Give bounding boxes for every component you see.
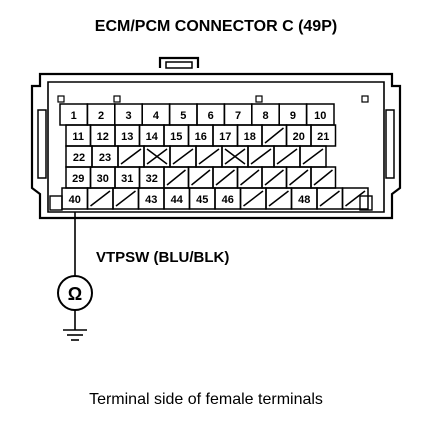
unused-cavity-mark xyxy=(198,148,220,165)
terminal-number: 16 xyxy=(195,131,207,143)
terminal-number: 45 xyxy=(196,194,208,206)
unused-cavity-mark xyxy=(172,148,194,165)
terminal-number: 13 xyxy=(121,131,133,143)
unused-cavity-mark xyxy=(240,169,260,186)
terminal-number: 44 xyxy=(171,194,184,206)
terminal-number: 29 xyxy=(72,173,84,185)
unused-cavity-mark xyxy=(250,148,272,165)
unused-cavity-mark xyxy=(243,190,264,207)
unused-cavity-mark xyxy=(345,190,366,207)
terminal-number: 1 xyxy=(71,110,77,122)
unused-cavity-mark xyxy=(276,148,298,165)
unused-cavity-mark xyxy=(146,148,168,165)
terminal-number: 8 xyxy=(262,110,268,122)
unused-cavity-mark xyxy=(264,127,284,144)
ground-icon xyxy=(63,310,87,341)
terminal-number: 3 xyxy=(125,110,131,122)
unused-cavity-mark xyxy=(166,169,186,186)
unused-cavity-mark xyxy=(115,190,136,207)
unused-cavity-mark xyxy=(319,190,340,207)
wire-label: VTPSW (BLU/BLK) xyxy=(96,249,229,266)
ohmmeter-icon: Ω xyxy=(57,275,93,311)
unused-cavity-mark xyxy=(289,169,309,186)
unused-cavity-mark xyxy=(264,169,284,186)
terminal-number: 40 xyxy=(69,194,81,206)
unused-cavity-mark xyxy=(120,148,142,165)
unused-cavity-mark xyxy=(302,148,324,165)
terminal-number: 30 xyxy=(97,173,109,185)
terminal-number: 2 xyxy=(98,110,104,122)
ohm-symbol: Ω xyxy=(68,284,82,304)
terminal-number: 7 xyxy=(235,110,241,122)
terminal-number: 43 xyxy=(145,194,157,206)
terminal-number: 46 xyxy=(222,194,234,206)
terminal-number: 14 xyxy=(146,131,159,143)
terminal-number: 6 xyxy=(208,110,214,122)
unused-cavity-mark xyxy=(268,190,289,207)
terminal-number: 5 xyxy=(180,110,186,122)
terminal-grid xyxy=(59,103,369,210)
terminal-number: 11 xyxy=(72,131,84,143)
diagram-title: ECM/PCM CONNECTOR C (49P) xyxy=(95,18,337,35)
terminal-number: 12 xyxy=(97,131,109,143)
terminal-cavity xyxy=(341,187,369,210)
terminal-number: 4 xyxy=(153,110,160,122)
unused-cavity-mark xyxy=(215,169,235,186)
terminal-number: 21 xyxy=(317,131,329,143)
terminal-number: 17 xyxy=(219,131,231,143)
terminal-number: 15 xyxy=(170,131,182,143)
caption: Terminal side of female terminals xyxy=(89,391,323,408)
terminal-number: 23 xyxy=(99,152,111,164)
terminal-number: 48 xyxy=(298,194,310,206)
terminal-number: 20 xyxy=(293,131,305,143)
terminal-number: 10 xyxy=(314,110,326,122)
terminal-number: 22 xyxy=(73,152,85,164)
unused-cavity-mark xyxy=(191,169,211,186)
unused-cavity-mark xyxy=(224,148,246,165)
connector-housing xyxy=(30,56,402,220)
terminal-number: 9 xyxy=(290,110,296,122)
terminal-number: 31 xyxy=(121,173,133,185)
terminal-number: 18 xyxy=(244,131,256,143)
terminal-number: 32 xyxy=(146,173,158,185)
unused-cavity-mark xyxy=(313,169,333,186)
unused-cavity-mark xyxy=(90,190,111,207)
